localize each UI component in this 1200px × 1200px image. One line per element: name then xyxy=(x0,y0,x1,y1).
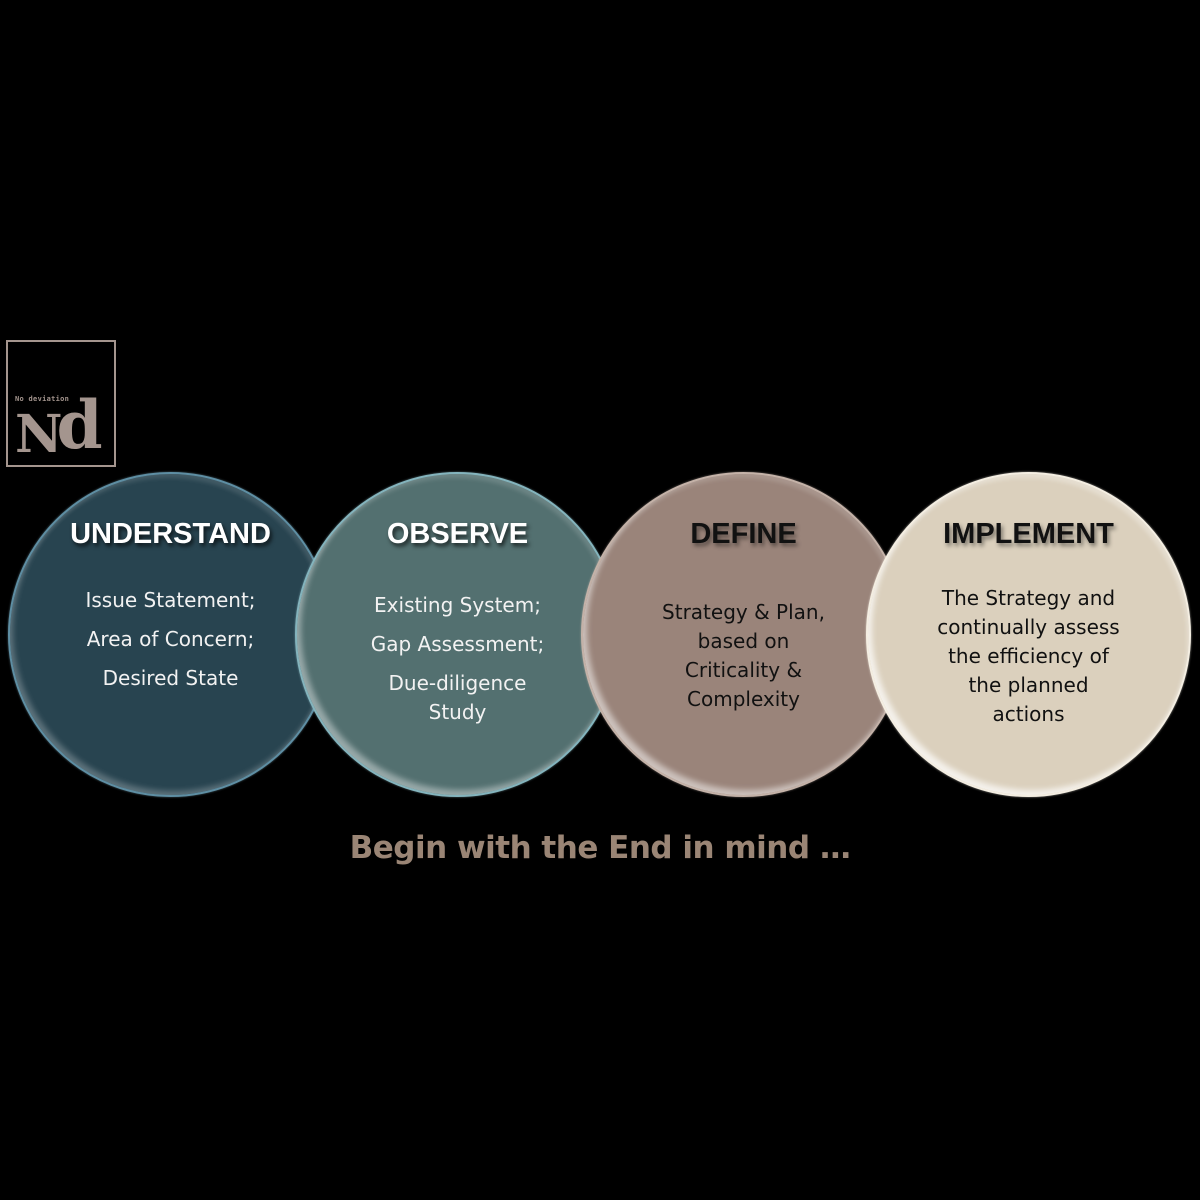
stage-description: Strategy & Plan, based on Criticality & … xyxy=(613,598,874,714)
stage-line: the planned xyxy=(968,673,1089,697)
tagline: Begin with the End in mind … xyxy=(349,830,851,866)
stage-title: IMPLEMENT xyxy=(943,518,1114,550)
stage-line: Desired State xyxy=(102,666,239,690)
stage-line: the efficiency of xyxy=(948,644,1109,668)
stage-description: The Strategy and continually assess the … xyxy=(890,584,1167,729)
stage-line: Gap Assessment; xyxy=(370,632,545,656)
stage-line: Issue Statement; xyxy=(85,588,256,612)
stage-description: Existing System; Gap Assessment; Due-dil… xyxy=(327,586,588,727)
stage-define: DEFINE Strategy & Plan, based on Critica… xyxy=(581,472,906,797)
stage-title: DEFINE xyxy=(690,518,797,550)
stage-line: Existing System; xyxy=(374,593,541,617)
logo-tagline: No deviation xyxy=(15,395,70,403)
logo-letter-n: N xyxy=(15,404,62,465)
logo-letter-d: d xyxy=(56,386,103,464)
stage-implement: IMPLEMENT The Strategy and continually a… xyxy=(866,472,1191,797)
logo-monogram: Nd xyxy=(15,386,103,468)
stage-title: OBSERVE xyxy=(386,518,529,550)
stage-line: Due-diligence xyxy=(388,671,527,695)
stage-line-group: Due-diligence Study xyxy=(327,669,588,727)
stage-title: UNDERSTAND xyxy=(70,518,271,550)
stage-line: The Strategy and xyxy=(941,586,1116,610)
stage-line: Strategy & Plan, xyxy=(662,600,825,624)
stage-understand: UNDERSTAND Issue Statement; Area of Conc… xyxy=(8,472,333,797)
stage-observe: OBSERVE Existing System; Gap Assessment;… xyxy=(295,472,620,797)
stage-line: actions xyxy=(992,702,1065,726)
stage-line: continually assess xyxy=(937,615,1120,639)
stage-line: Complexity xyxy=(687,687,800,711)
stage-line: based on xyxy=(697,629,790,653)
stage-line: Study xyxy=(428,700,487,724)
stage-line: Criticality & xyxy=(684,658,803,682)
logo: No deviation Nd xyxy=(6,340,116,467)
stage-description: Issue Statement; Area of Concern; Desire… xyxy=(40,581,301,698)
stage-line: Area of Concern; xyxy=(86,627,255,651)
